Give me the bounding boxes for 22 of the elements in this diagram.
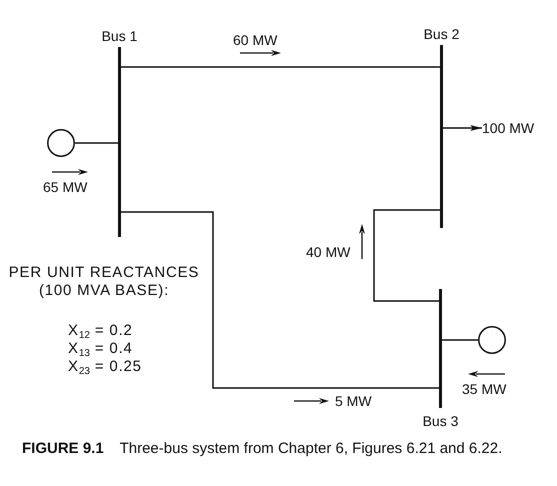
figure-caption: FIGURE 9.1 Three-bus system from Chapter 6, Figures 6.21 and 6.22. [22,440,502,458]
reactance-value: X$_{12}$ = 0.2 [68,322,133,340]
connector-line [75,142,118,144]
load-label: 100 MW [482,120,534,136]
generator-symbol [47,129,75,157]
generator-symbol [478,326,506,354]
reactance-value: X$_{23}$ = 0.25 [68,358,142,376]
flow-label: 35 MW [462,381,506,397]
bus-label: Bus 3 [422,413,458,429]
flow-label: 40 MW [306,244,350,260]
connector-line [121,211,439,389]
connector-line [442,339,478,341]
flow-label: 65 MW [43,179,88,195]
connector-line [121,66,440,68]
connector-line [373,209,440,302]
flow-label: 60 MW [233,32,278,48]
flow-label: 5 MW [335,393,372,409]
reactance-value: X$_{13}$ = 0.4 [68,340,133,358]
reactance-heading: PER UNIT REACTANCES (100 MVA BASE): [8,264,200,300]
bus-label: Bus 1 [102,28,138,44]
bus-label: Bus 2 [424,26,460,42]
arrow [443,125,482,131]
